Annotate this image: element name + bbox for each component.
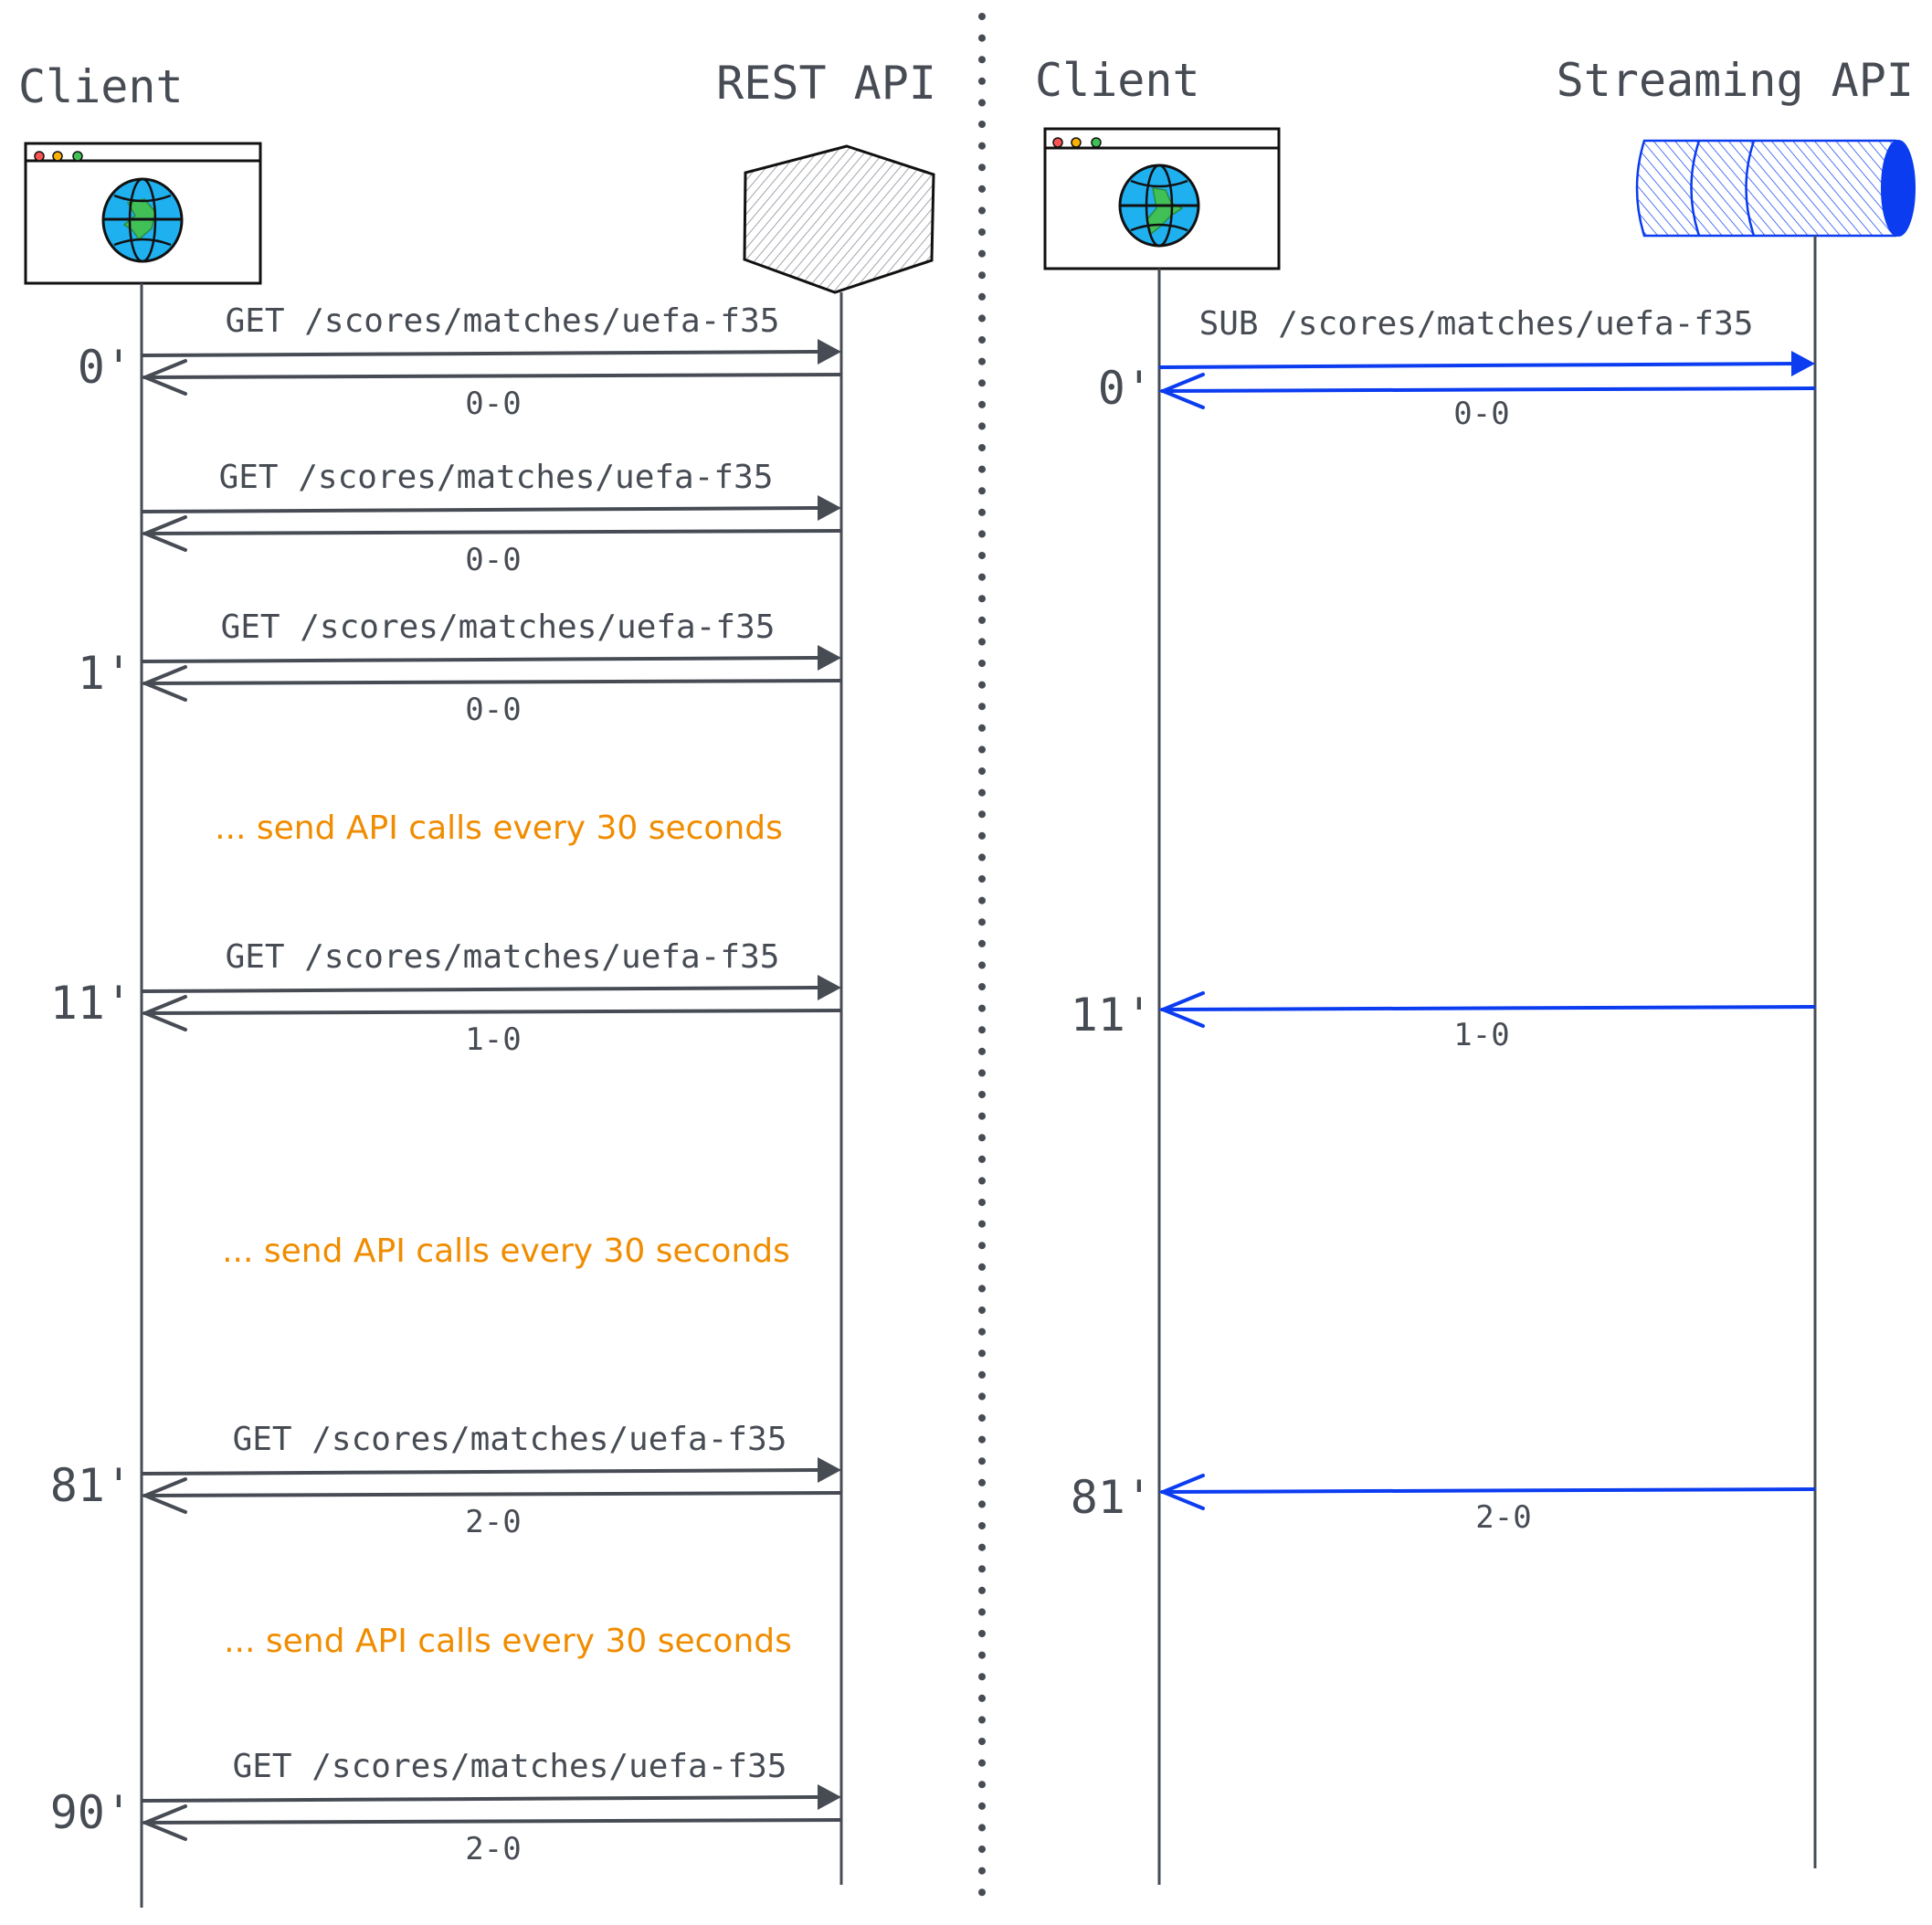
arrowhead-open-icon — [1157, 1474, 1205, 1510]
rest-exchange: GET /scores/matches/uefa-f35 2-0 81' — [50, 1421, 842, 1540]
rest-api-label: REST API — [716, 57, 936, 110]
time-marker: 0' — [1098, 362, 1153, 415]
push-score-label: 2-0 — [1475, 1499, 1531, 1536]
time-marker: 11' — [50, 977, 132, 1030]
arrowhead-open-icon — [140, 995, 187, 1031]
stream-push: 1-0 11' — [1071, 989, 1816, 1053]
window-maximize-dot — [72, 151, 83, 162]
right-client-browser-icon — [1043, 127, 1281, 270]
request-label: GET /scores/matches/uefa-f35 — [233, 1748, 787, 1785]
arrowhead-filled-icon — [818, 645, 841, 671]
request-arrow — [141, 506, 822, 513]
time-marker: 90' — [50, 1786, 132, 1839]
window-maximize-dot — [1091, 137, 1102, 148]
time-marker: 81' — [50, 1459, 132, 1512]
subscribe-request-label: SUB /scores/matches/uefa-f35 — [1199, 305, 1754, 343]
rest-exchange: GET /scores/matches/uefa-f35 2-0 90' — [50, 1748, 842, 1867]
request-label: GET /scores/matches/uefa-f35 — [226, 938, 780, 976]
response-score-label: 0-0 — [465, 386, 521, 422]
window-close-dot — [34, 151, 45, 162]
request-arrow — [141, 350, 822, 357]
globe-icon — [1118, 164, 1200, 248]
rest-api-hexagon-icon — [743, 144, 935, 294]
request-arrow — [141, 1795, 822, 1803]
arrowhead-filled-icon — [818, 1784, 841, 1810]
response-arrow — [143, 679, 842, 685]
response-score-label: 0-0 — [1453, 396, 1509, 432]
response-score-label: 1-0 — [465, 1021, 521, 1058]
window-minimize-dot — [52, 151, 63, 162]
time-marker: 81' — [1071, 1471, 1153, 1524]
request-arrow — [141, 656, 822, 663]
arrowhead-open-icon — [140, 1804, 187, 1841]
left-client-label: Client — [18, 60, 184, 113]
rest-exchange: GET /scores/matches/uefa-f35 0-0 — [140, 459, 842, 578]
response-score-label: 0-0 — [465, 542, 521, 578]
arrowhead-filled-icon — [818, 339, 841, 365]
push-arrow — [1160, 1005, 1816, 1011]
response-arrow — [143, 1009, 842, 1015]
request-arrow — [141, 986, 822, 993]
request-label: GET /scores/matches/uefa-f35 — [219, 459, 774, 496]
response-score-label: 2-0 — [465, 1504, 521, 1540]
left-client-browser-icon — [24, 142, 262, 285]
request-label: GET /scores/matches/uefa-f35 — [221, 608, 776, 646]
polling-note-2: ... send API calls every 30 seconds — [222, 1232, 790, 1270]
push-arrow — [1160, 1487, 1816, 1494]
response-arrow — [143, 373, 842, 379]
right-exchanges: SUB /scores/matches/uefa-f35 0-0 0' 1-0 11' 2… — [1071, 305, 1816, 1536]
window-close-dot — [1052, 137, 1063, 148]
rest-exchange: GET /scores/matches/uefa-f35 0-0 1' — [78, 608, 842, 728]
arrowhead-filled-icon — [818, 495, 841, 521]
response-arrow — [143, 1818, 842, 1825]
arrowhead-open-icon — [140, 359, 187, 396]
polling-note-1: ... send API calls every 30 seconds — [215, 809, 783, 847]
push-score-label: 1-0 — [1453, 1017, 1509, 1053]
stream-push: 2-0 81' — [1071, 1471, 1816, 1536]
streaming-api-cylinder-icon — [1635, 139, 1916, 238]
request-label: GET /scores/matches/uefa-f35 — [226, 302, 780, 340]
stream-subscribe: SUB /scores/matches/uefa-f35 0-0 0' — [1098, 305, 1816, 432]
initial-push-arrow — [1160, 386, 1816, 393]
time-marker: 0' — [78, 341, 132, 394]
response-arrow — [143, 529, 842, 535]
time-marker: 1' — [78, 647, 132, 700]
arrowhead-open-icon — [1157, 991, 1205, 1028]
rest-exchange: GET /scores/matches/uefa-f35 0-0 0' — [78, 302, 842, 422]
arrowhead-filled-icon — [818, 975, 841, 1000]
time-marker: 11' — [1071, 989, 1153, 1042]
response-score-label: 2-0 — [465, 1831, 521, 1867]
globe-icon — [101, 177, 184, 263]
right-client-label: Client — [1035, 54, 1200, 107]
streaming-api-label: Streaming API — [1557, 54, 1914, 107]
response-arrow — [143, 1491, 842, 1497]
arrowhead-filled-icon — [1791, 351, 1815, 376]
request-label: GET /scores/matches/uefa-f35 — [233, 1421, 787, 1458]
arrowhead-open-icon — [1157, 373, 1205, 409]
request-arrow — [141, 1468, 822, 1475]
arrowhead-open-icon — [140, 665, 187, 702]
arrowhead-filled-icon — [818, 1457, 841, 1483]
window-minimize-dot — [1071, 137, 1082, 148]
arrowhead-open-icon — [140, 1477, 187, 1514]
response-score-label: 0-0 — [465, 692, 521, 728]
polling-note-3: ... send API calls every 30 seconds — [224, 1623, 792, 1660]
arrowhead-open-icon — [140, 515, 187, 552]
subscribe-arrow — [1158, 362, 1796, 369]
rest-exchange: GET /scores/matches/uefa-f35 1-0 11' — [50, 938, 842, 1058]
